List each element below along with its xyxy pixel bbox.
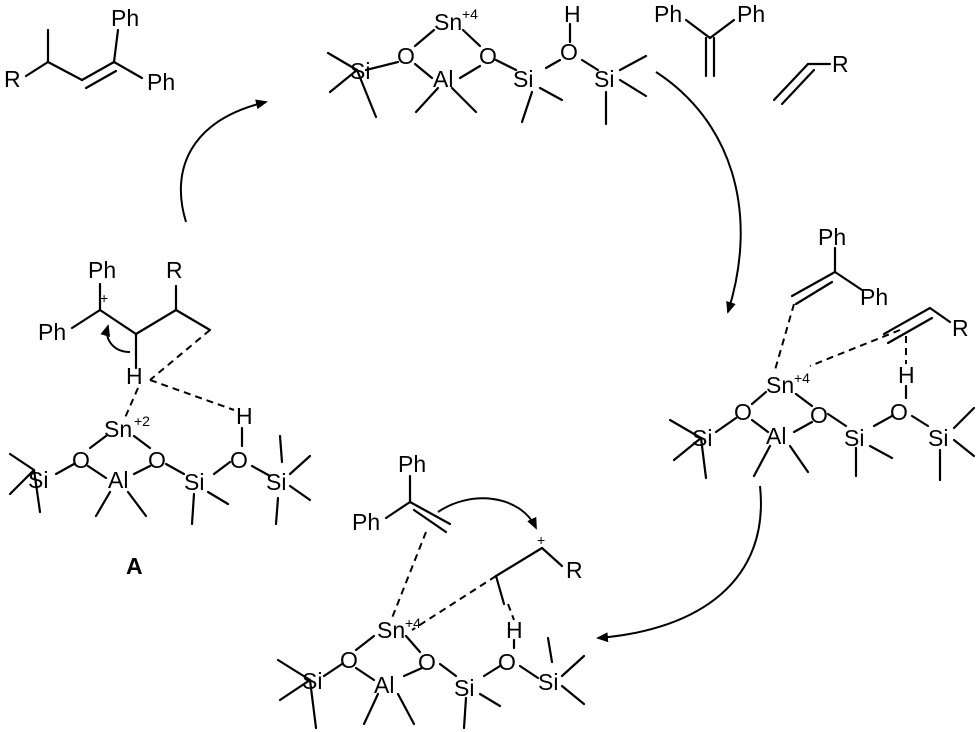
atom-si: Si [28,467,48,493]
intermediate-a: Ph Ph R + H Si O Sn +2 O [8,257,312,579]
atom-ph: Ph [111,5,139,31]
atom-o: O [479,43,497,69]
atom-ph: Ph [352,509,380,535]
atom-ph: Ph [818,224,846,250]
atom-r: R [166,257,183,283]
atom-o: O [498,649,516,675]
charge-plus: + [100,290,108,306]
atom-ph: Ph [654,1,682,27]
atom-si: Si [538,669,558,695]
charge-sn4: +4 [405,615,421,631]
charge-sn4: +4 [794,370,810,386]
cycle-arrow-bottom [596,485,762,643]
atom-h: H [126,363,143,389]
atom-sn: Sn [766,372,794,398]
atom-ph: Ph [398,451,426,477]
atom-ph: Ph [88,257,116,283]
atom-ph: Ph [860,284,888,310]
product-alkene: R Ph Ph [4,5,175,95]
cycle-arrows [179,71,762,643]
atom-h: H [236,403,253,429]
atom-si: Si [454,675,474,701]
atom-ph: Ph [737,1,765,27]
cycle-arrow-right [655,71,742,314]
atom-o: O [397,43,415,69]
atom-r: R [4,66,21,92]
atom-o: O [560,39,578,65]
atom-o: O [734,399,752,425]
atom-o: O [72,447,90,473]
atom-o: O [148,447,166,473]
atom-si: Si [513,66,533,92]
cycle-arrow-left [179,99,268,223]
atom-ph: Ph [38,319,66,345]
atom-si: Si [350,58,370,84]
atom-si: Si [844,425,864,451]
atom-sn: Sn [377,617,405,643]
atom-r: R [952,315,969,341]
atom-o: O [230,447,248,473]
atom-al: Al [374,672,394,698]
atom-si: Si [302,668,322,694]
atom-sn: Sn [104,416,132,442]
atom-o: O [340,647,358,673]
atom-si: Si [594,66,614,92]
atom-o: O [810,402,828,428]
atom-h: H [898,362,915,388]
atom-al: Al [108,467,128,493]
complex-sn4-bottom: Ph Ph + R Si O Sn +4 [276,451,586,730]
atom-si: Si [266,469,286,495]
atom-sn: Sn [434,9,462,35]
atom-h: H [506,617,523,643]
reactant-alkene: R [772,51,849,106]
atom-h: H [564,1,581,27]
atom-si: Si [692,425,712,451]
atom-r: R [832,51,849,77]
atom-al: Al [433,66,453,92]
catalyst-sn4-top: Si O Sn +4 O Al Si O H Si [326,1,648,126]
atom-al: Al [766,423,786,449]
complex-sn4-right: Ph Ph R Si O Sn +4 O Al [668,224,976,482]
reactant-diphenylethylene: Ph Ph [654,1,765,78]
atom-r: R [566,557,583,583]
intermediate-label: A [126,553,143,579]
atom-o: O [418,649,436,675]
atom-o: O [890,399,908,425]
charge-sn2: +2 [134,413,150,429]
charge-plus: + [537,532,545,548]
atom-si: Si [928,425,948,451]
charge-sn4: +4 [462,6,478,22]
atom-ph: Ph [147,69,175,95]
atom-si: Si [184,469,204,495]
